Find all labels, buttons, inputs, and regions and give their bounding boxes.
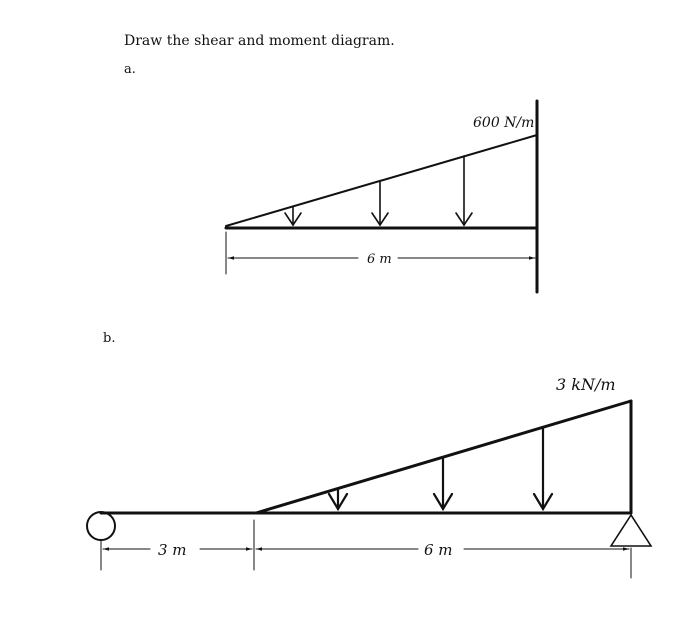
beam-a-span-label: 6 m [367, 252, 392, 267]
beam-a-diagram [224, 99, 539, 294]
beam-a-load-label: 600 N/m [473, 115, 534, 131]
beam-b-diagram [86, 399, 653, 579]
part-a-label: a. [124, 62, 136, 77]
load-arrow-head [455, 212, 473, 227]
load-arrow-head [284, 212, 302, 227]
beam-b-load-arrows [327, 425, 554, 512]
load-arrow-head [371, 212, 389, 227]
load-arrow-head [327, 492, 349, 512]
part-b-label: b. [103, 331, 116, 346]
beam-b-span-label: 6 m [424, 541, 453, 559]
beam-b-load-label: 3 kN/m [556, 375, 616, 394]
beam-a-load-arrows [284, 155, 473, 227]
load-arrow-head [532, 492, 554, 512]
beam-b-right-support [609, 513, 653, 547]
beam-b-overhang-label: 3 m [158, 541, 187, 559]
beam-a-dimension [225, 231, 536, 275]
beam-a-load-envelope [225, 134, 538, 227]
problem-title: Draw the shear and moment diagram. [124, 33, 395, 49]
beam-b-left-support [86, 511, 116, 541]
beam-b-dimensions [100, 519, 632, 579]
load-arrow-head [432, 492, 454, 512]
beam-b-load-envelope [254, 399, 633, 515]
